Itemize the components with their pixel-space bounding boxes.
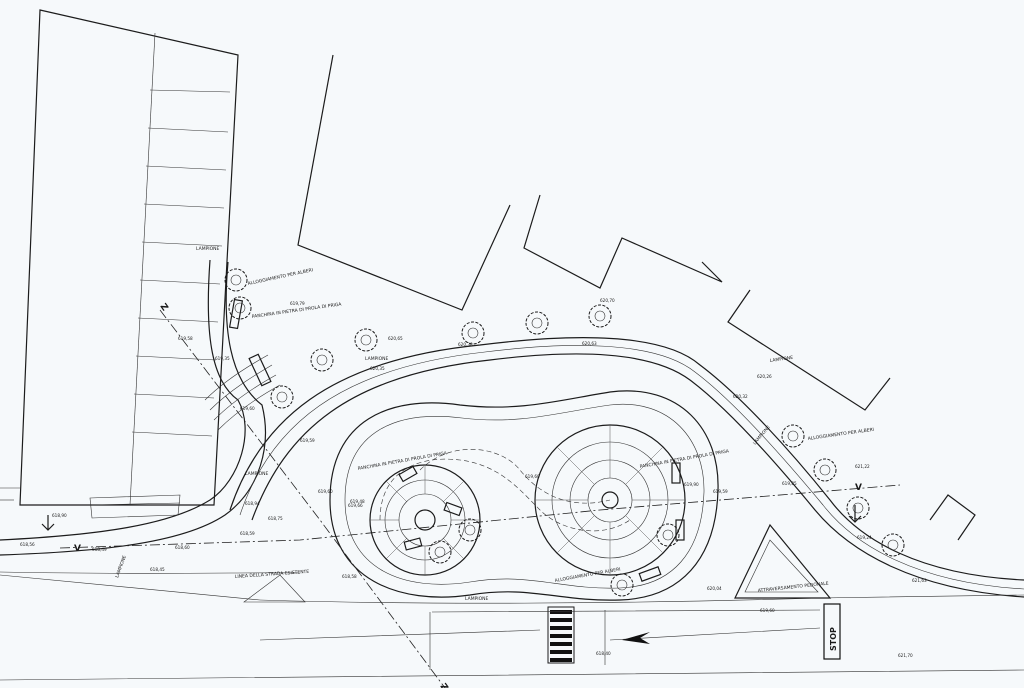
elevation-e22: 618,40	[596, 651, 611, 656]
tree-symbol	[270, 385, 294, 409]
label-lampione-5: LAMPIONE	[465, 596, 489, 602]
elevation-e24: 618,75	[268, 516, 283, 521]
elevation-e32: 619,24	[857, 535, 872, 540]
elevation-e13: 621,22	[855, 464, 870, 469]
elevation-e5: 619,60	[240, 406, 255, 411]
elevation-e12: 620,35	[370, 366, 385, 371]
tree-symbol	[610, 573, 634, 597]
elevation-e14: 620,26	[757, 374, 772, 379]
tree-symbol	[881, 533, 905, 557]
elevation-e9: 620,38	[458, 342, 473, 347]
tree-symbol	[224, 268, 248, 292]
stop-label: STOP	[829, 627, 838, 651]
tree-symbol	[525, 311, 549, 335]
elevation-e15: 620,32	[733, 394, 748, 399]
road-and-walkway	[0, 259, 1024, 604]
elevation-e19: 619,60	[525, 474, 540, 479]
label-linea-strada: LINEA DELLA STRADA ESISTENTE	[235, 569, 310, 580]
label-lampione-1: LAMPIONE	[196, 246, 220, 252]
central-plaza	[329, 390, 719, 601]
spot-elevations: 618,90 618,56 619,58 619,35 619,60 619,5…	[20, 298, 927, 658]
stop-sign: STOP	[823, 603, 841, 660]
entrance-steps	[89, 298, 281, 519]
building-outlines	[297, 54, 976, 541]
tree-symbol	[781, 424, 805, 448]
tree-symbol	[458, 518, 482, 542]
section-mark-z-top: Z	[158, 302, 170, 313]
elevation-e6: 619,59	[300, 438, 315, 443]
elevation-e2: 618,56	[20, 542, 35, 547]
traffic-islands	[243, 523, 832, 603]
elevation-e4: 619,35	[215, 356, 230, 361]
parking-area	[0, 9, 239, 506]
section-lines: Z Z V V	[41, 302, 901, 688]
tree-symbol	[656, 523, 680, 547]
elevation-e33: 619,48	[350, 499, 365, 504]
elevation-e31: 621,70	[898, 653, 913, 658]
elevation-e29: 620,04	[707, 586, 722, 591]
tree-symbol	[846, 496, 870, 520]
elevation-e34: 618,59	[240, 531, 255, 536]
tree-symbol	[813, 458, 837, 482]
elevation-e17: 619,59	[713, 489, 728, 494]
elevation-e21: 619,60	[318, 489, 333, 494]
tree-symbol	[588, 304, 612, 328]
elevation-e35: 619,60	[760, 608, 775, 613]
pedestrian-crossing	[0, 606, 1024, 681]
elevation-e1: 618,90	[52, 513, 67, 518]
elevation-e7: 619,79	[290, 301, 305, 306]
label-lampione-2: LAMPIONE	[365, 356, 389, 362]
elevation-e8: 620,70	[600, 298, 615, 303]
tree-symbol	[354, 328, 378, 352]
trees	[224, 268, 905, 597]
section-mark-v-left: V	[74, 544, 81, 554]
elevation-e25: 618,58	[342, 574, 357, 579]
label-lampione-7: LAMPIONE	[769, 355, 793, 364]
elevation-e16: 619,85	[782, 481, 797, 486]
elevation-e26: 618,60	[175, 545, 190, 550]
elevation-e20: 619,66	[348, 503, 363, 508]
section-mark-v-right: V	[855, 483, 862, 493]
elevation-e3: 619,58	[178, 336, 193, 341]
label-lampione-3: LAMPIONE	[245, 471, 269, 477]
tree-symbol	[461, 321, 485, 345]
elevation-e23: 618,94	[245, 501, 260, 506]
section-mark-z-bottom: Z	[438, 682, 450, 688]
elevation-e28: 618,49	[92, 547, 107, 552]
tree-symbol	[428, 540, 452, 564]
elevation-e30: 621,63	[912, 578, 927, 583]
elevation-e11: 620,65	[388, 336, 403, 341]
elevation-e27: 618,45	[150, 567, 165, 572]
tree-symbol	[310, 348, 334, 372]
elevation-e10: 620,63	[582, 341, 597, 346]
elevation-e18: 619,90	[684, 482, 699, 487]
tree-symbol	[228, 296, 252, 320]
